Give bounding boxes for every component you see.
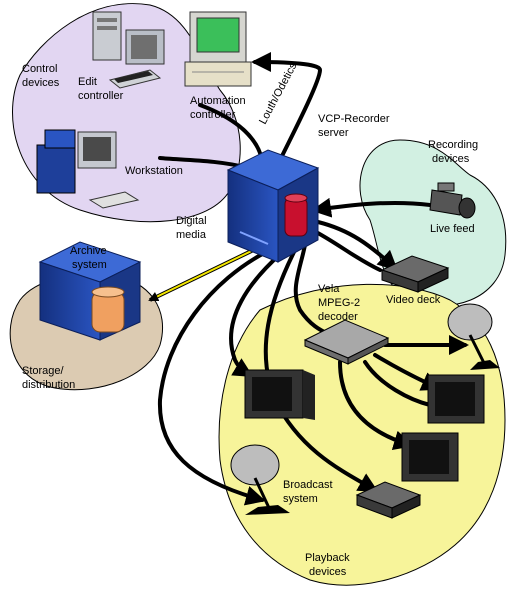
link-server-videodeck-2 xyxy=(314,230,382,272)
label-live-feed: Live feed xyxy=(430,223,475,235)
link-decoder-monitor-bottom xyxy=(338,360,414,450)
edit-controller-icon[interactable] xyxy=(92,11,165,89)
live-feed-camera-icon[interactable] xyxy=(429,182,476,219)
link-archive-server xyxy=(148,241,270,302)
link-liveFeed-server xyxy=(311,197,432,218)
vela-decoder-icon[interactable] xyxy=(303,319,390,365)
link-server-automation xyxy=(251,52,323,162)
satellite-dish-right-icon[interactable] xyxy=(447,303,500,370)
automation-controller-icon[interactable] xyxy=(184,11,252,87)
monitor-left-icon[interactable] xyxy=(244,369,315,420)
label-storage-distribution: Storage/distribution xyxy=(22,365,75,391)
video-deck-icon[interactable] xyxy=(380,255,450,293)
label-louth-odetics: Louth/Odetics xyxy=(257,60,300,126)
playback-devices-region xyxy=(218,283,506,586)
vcp-recorder-server-icon[interactable] xyxy=(226,149,320,263)
playback-deck-icon[interactable] xyxy=(355,481,422,519)
workstation-icon[interactable] xyxy=(36,129,140,209)
monitor-bottom-icon[interactable] xyxy=(401,432,459,482)
label-video-deck: Video deck xyxy=(386,294,441,306)
link-server-videodeck-1 xyxy=(316,220,398,271)
link-decoder-monitor-right-2 xyxy=(363,360,432,407)
link-server-decoder xyxy=(293,243,332,337)
broadcast-dish-icon[interactable] xyxy=(230,444,290,515)
archive-system-icon[interactable] xyxy=(38,241,142,341)
label-workstation: Workstation xyxy=(125,165,183,177)
monitor-right-icon[interactable] xyxy=(427,374,485,424)
